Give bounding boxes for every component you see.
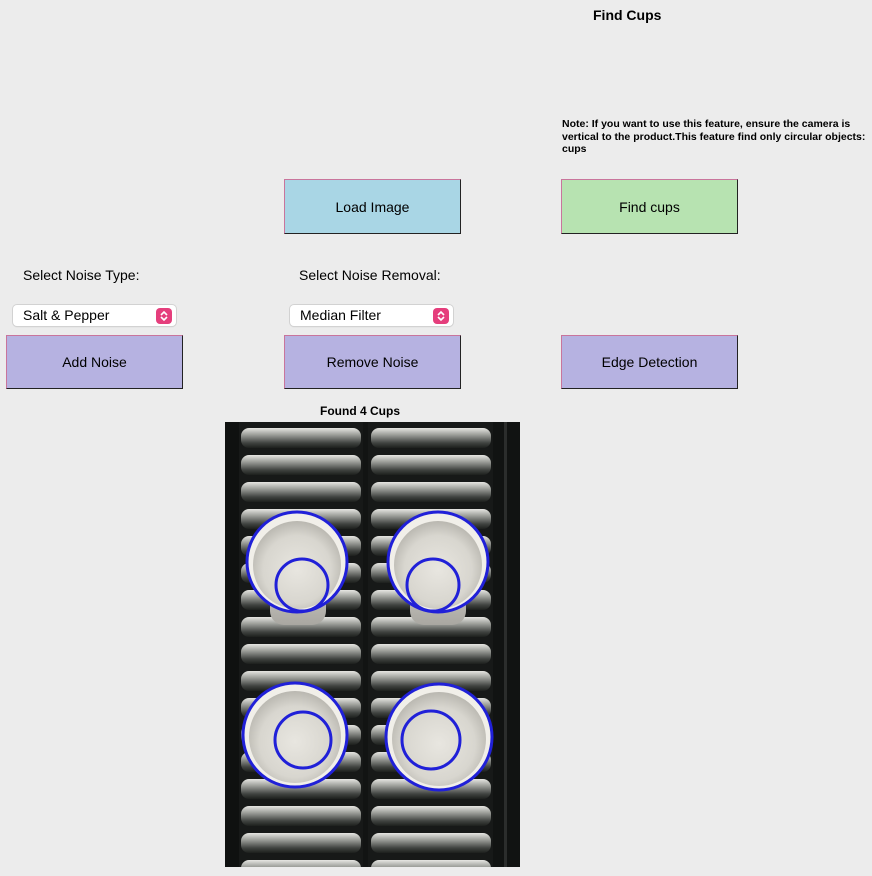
conveyor-slat <box>371 482 491 502</box>
conveyor-slat <box>241 455 361 475</box>
cup-detection-circle <box>384 682 494 792</box>
result-title: Found 4 Cups <box>320 404 400 418</box>
remove-noise-button[interactable]: Remove Noise <box>284 335 461 389</box>
conveyor-slat <box>241 860 361 867</box>
conveyor-slat <box>371 671 491 691</box>
noise-type-select[interactable]: Salt & Pepper <box>13 305 176 326</box>
conveyor-slat <box>241 671 361 691</box>
edge-detection-button[interactable]: Edge Detection <box>561 335 738 389</box>
conveyor-slat <box>371 455 491 475</box>
conveyor-slat <box>371 833 491 853</box>
conveyor-slat <box>241 806 361 826</box>
conveyor-slat <box>241 482 361 502</box>
conveyor-slat <box>241 779 361 799</box>
conveyor-slat <box>241 617 361 637</box>
conveyor-slat <box>371 428 491 448</box>
conveyor-slat <box>371 644 491 664</box>
conveyor-slat <box>241 833 361 853</box>
conveyor-slat <box>371 617 491 637</box>
updown-chevron-icon <box>156 308 172 324</box>
cup-base-detection-circle <box>274 557 330 613</box>
noise-removal-select[interactable]: Median Filter <box>290 305 453 326</box>
edge-detection-button-label: Edge Detection <box>601 354 698 370</box>
add-noise-button-label: Add Noise <box>62 354 127 370</box>
cup-base-detection-circle <box>405 557 461 613</box>
find-cups-button-label: Find cups <box>619 198 680 215</box>
load-image-button[interactable]: Load Image <box>284 179 461 234</box>
updown-chevron-icon <box>433 308 449 324</box>
find-cups-title: Find Cups <box>593 7 662 23</box>
find-cups-button[interactable]: Find cups <box>561 179 738 234</box>
conveyor-slat <box>241 644 361 664</box>
noise-type-label: Select Noise Type: <box>23 267 140 283</box>
cup-detection-circle <box>241 681 349 789</box>
noise-removal-label: Select Noise Removal: <box>299 267 441 283</box>
result-image <box>225 422 520 867</box>
cup-base-detection-circle <box>273 710 333 770</box>
find-cups-note: Note: If you want to use this feature, e… <box>562 118 866 155</box>
cup-3 <box>241 681 349 789</box>
noise-type-selected-value: Salt & Pepper <box>23 307 110 323</box>
conveyor-slat <box>371 860 491 867</box>
cup-base-detection-circle <box>400 709 462 771</box>
add-noise-button[interactable]: Add Noise <box>6 335 183 389</box>
remove-noise-button-label: Remove Noise <box>326 354 419 370</box>
conveyor-slat <box>371 806 491 826</box>
cup-1 <box>245 510 349 625</box>
cup-2 <box>386 510 490 625</box>
conveyor-slat <box>241 428 361 448</box>
load-image-button-label: Load Image <box>335 198 410 215</box>
cup-4 <box>384 682 494 792</box>
noise-removal-selected-value: Median Filter <box>300 307 381 323</box>
